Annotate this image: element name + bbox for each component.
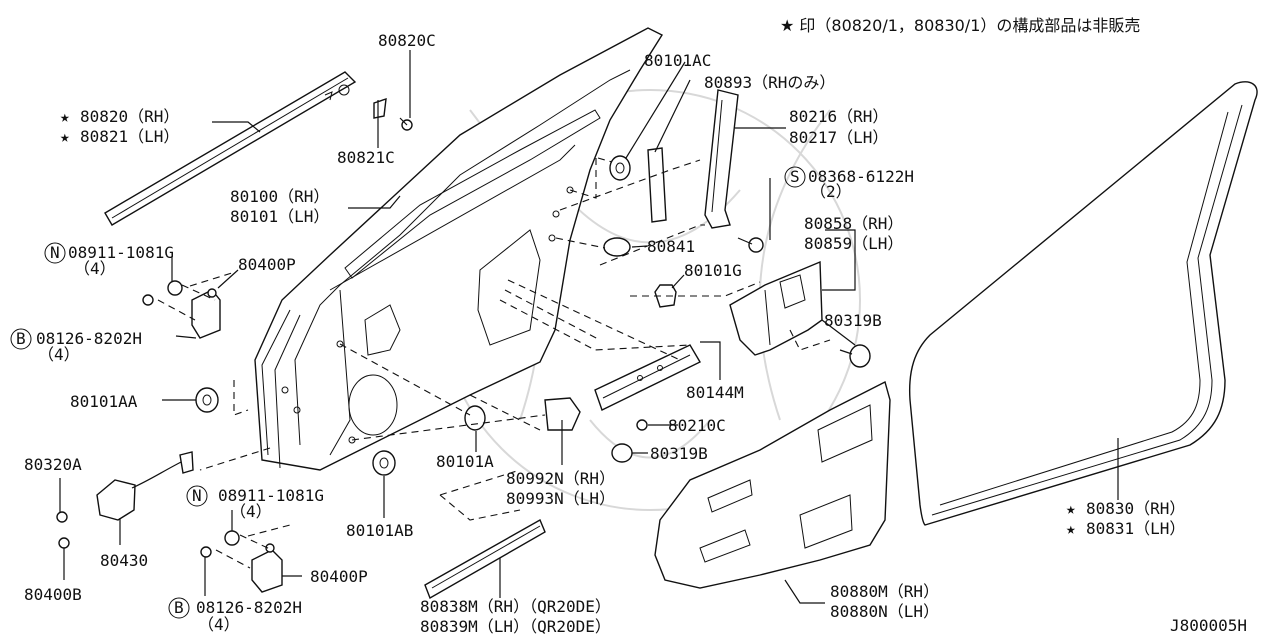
label-80830RH: 80830（RH） (1086, 499, 1185, 518)
bracket-80992N (544, 397, 581, 431)
label-80320A: 80320A (24, 455, 82, 474)
symbol-N-lower: N (192, 486, 202, 505)
label-80101LH: 80101（LH） (230, 207, 329, 226)
assembly-lines (157, 157, 831, 569)
grommets (195, 387, 486, 476)
clip-80319B-upper (839, 344, 871, 368)
moulding-80838M (424, 519, 546, 600)
screw-08368 (737, 237, 764, 253)
label-80400P-upper: 80400P (238, 255, 296, 274)
label-08126-upper: 08126-8202H (36, 329, 142, 348)
label-08126-lower-qty: （4） (198, 615, 240, 634)
label-80100RH: 80100（RH） (230, 187, 329, 206)
label-80210C: 80210C (668, 416, 726, 435)
label-08911-upper-qty: （4） (74, 259, 116, 278)
label-80216RH: 80216（RH） (789, 107, 888, 126)
label-80893: 80893（RHのみ） (704, 73, 835, 92)
plug-80841 (603, 237, 677, 308)
label-80101AC: 80101AC (644, 51, 711, 70)
label-80880M: 80880M（RH） (830, 582, 939, 601)
label-08911-lower: 08911-1081G (218, 486, 324, 505)
note-not-sold: ★ 印（80820/1，80830/1）の構成部品は非販売 (780, 16, 1140, 35)
symbol-marks (10, 166, 806, 619)
label-80831LH: 80831（LH） (1086, 519, 1185, 538)
hinge-lower (200, 530, 283, 593)
label-80101AB: 80101AB (346, 521, 413, 540)
diagram-id: J800005H (1170, 616, 1247, 635)
door-check-80430 (56, 451, 194, 549)
label-80841: 80841 (647, 237, 695, 256)
label-08368: 08368-6122H (808, 167, 914, 186)
label-08368-qty: （2） (810, 182, 852, 201)
label-80820C: 80820C (378, 31, 436, 50)
label-80821LH: 80821（LH） (80, 127, 179, 146)
symbol-B-upper: B (16, 329, 26, 348)
label-08911-lower-qty: （4） (230, 502, 272, 521)
star-80820: ★ (60, 107, 70, 126)
label-80993N: 80993N（LH） (506, 489, 615, 508)
label-80400B: 80400B (24, 585, 82, 604)
label-08126-lower: 08126-8202H (196, 598, 302, 617)
symbol-S: S (790, 167, 800, 186)
label-80430: 80430 (100, 551, 148, 570)
label-80839M: 80839M（LH）（QR20DE） (420, 617, 611, 636)
label-80101A: 80101A (436, 452, 494, 471)
label-80217LH: 80217（LH） (789, 128, 888, 147)
label-08126-upper-qty: （4） (38, 345, 80, 364)
label-80820RH: 80820（RH） (80, 107, 179, 126)
sash-80216 (704, 89, 739, 229)
label-08911-upper: 08911-1081G (68, 243, 174, 262)
leader-lines (59, 50, 1119, 604)
star-80831: ★ (1066, 519, 1076, 538)
weatherstrip-80830 (908, 81, 1258, 526)
symbol-N-upper: N (50, 243, 60, 262)
clip-80821C (373, 97, 413, 131)
label-80144M: 80144M (686, 383, 744, 402)
label-80859LH: 80859（LH） (804, 234, 903, 253)
label-80319B-upper: 80319B (824, 311, 882, 330)
label-80101G: 80101G (684, 261, 742, 280)
screw-80210C (611, 419, 648, 463)
rail-80144M (594, 344, 701, 411)
trim-panel-80880M (654, 380, 891, 589)
label-80992N: 80992N（RH） (506, 469, 615, 488)
label-80858RH: 80858（RH） (804, 214, 903, 233)
label-80838M: 80838M（RH）（QR20DE） (420, 597, 611, 616)
hinge-upper (142, 280, 221, 339)
label-80821C: 80821C (337, 148, 395, 167)
label-80400P-lower: 80400P (310, 567, 368, 586)
label-80319B-lower: 80319B (650, 444, 708, 463)
symbol-B-lower: B (174, 598, 184, 617)
grommet-80101AC (609, 147, 667, 223)
label-80880N: 80880N（LH） (830, 602, 939, 621)
moulding-80820 (104, 71, 357, 226)
star-80830: ★ (1066, 499, 1076, 518)
bracket-80858 (729, 260, 823, 356)
label-80101AA: 80101AA (70, 392, 138, 411)
star-80821: ★ (60, 127, 70, 146)
